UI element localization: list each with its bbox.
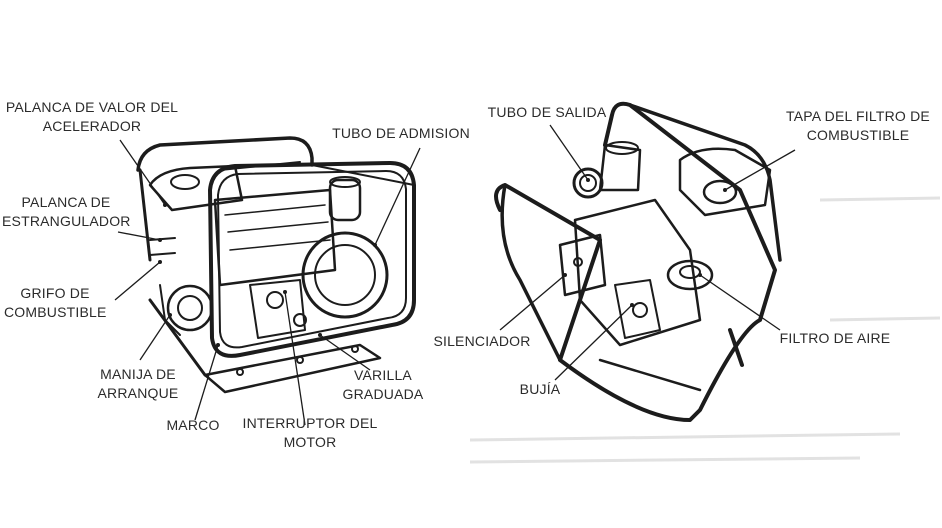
label-marco: MARCO <box>166 417 220 433</box>
leader-lines <box>114 124 796 426</box>
pump-right-drawing <box>494 101 782 422</box>
label-silenciador: SILENCIADOR <box>433 333 531 349</box>
label-filtro-aire: FILTRO DE AIRE <box>779 330 891 346</box>
leader-dots <box>158 178 727 347</box>
background-bleed <box>469 196 941 464</box>
label-tubo-admision: TUBO DE ADMISION <box>332 125 470 141</box>
pump-left-drawing <box>136 136 416 394</box>
label-tubo-salida: TUBO DE SALIDA <box>487 104 607 120</box>
label-bujia: BUJÍA <box>519 381 561 397</box>
